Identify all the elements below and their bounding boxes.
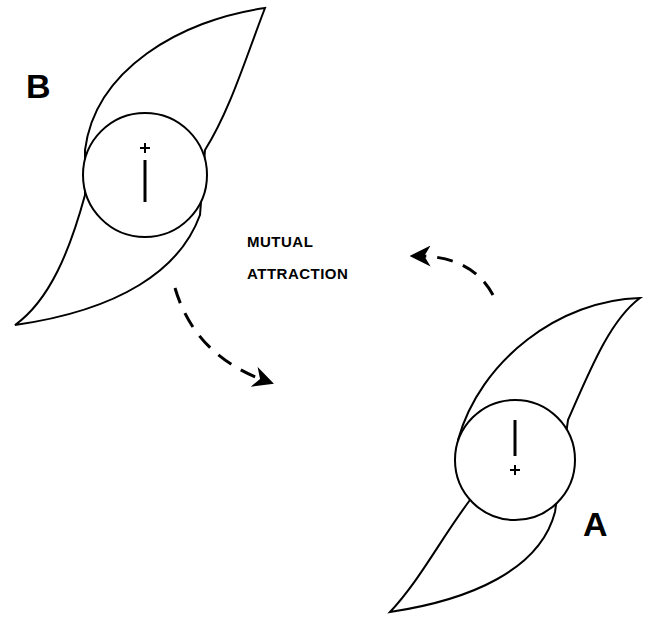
center-mark — [510, 465, 520, 475]
rotation-arrow — [418, 256, 493, 295]
storm-node: B — [10, 0, 272, 335]
spiral-arms — [390, 298, 640, 612]
rotation-arrow — [175, 288, 266, 381]
storm-core — [455, 400, 575, 520]
storm-core — [83, 113, 207, 237]
spiral-arms — [15, 8, 265, 325]
storm-outline — [380, 292, 644, 618]
center-mark — [140, 143, 150, 153]
motion-bar — [514, 420, 517, 456]
storm-node: A — [380, 292, 644, 618]
motion-bar — [144, 160, 147, 202]
storm-outline — [10, 0, 272, 335]
annotation: MUTUAL ATTRACTION — [247, 226, 359, 290]
storm-label: B — [26, 68, 51, 104]
storm-label: A — [583, 506, 608, 542]
